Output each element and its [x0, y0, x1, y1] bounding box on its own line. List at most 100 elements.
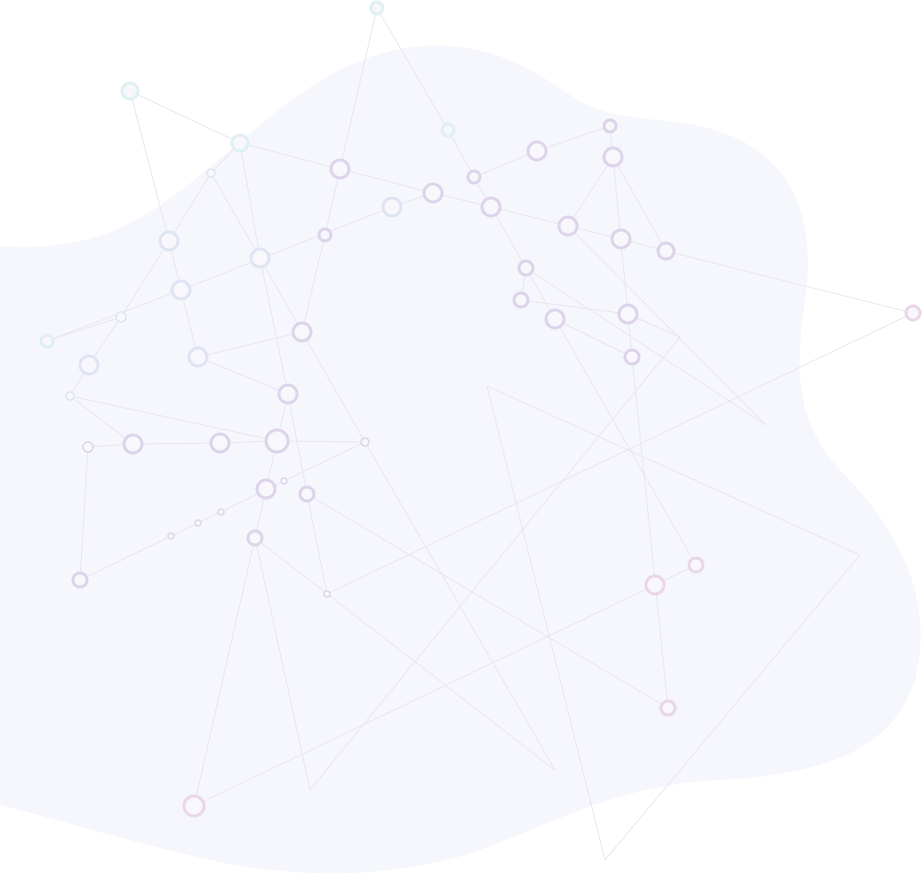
graph-edge — [259, 257, 289, 395]
graph-edge — [665, 250, 914, 314]
graph-node — [610, 228, 632, 250]
graph-edge — [287, 393, 308, 495]
graph-node — [264, 428, 290, 454]
graph-edge — [193, 584, 656, 807]
graph-edge — [168, 172, 212, 242]
graph-node — [115, 311, 127, 323]
graph-edge — [536, 125, 611, 152]
graph-edge — [46, 316, 122, 342]
graph-edge — [473, 150, 538, 178]
graph-edge — [324, 168, 341, 236]
graph-edge — [554, 318, 633, 358]
graph-edge — [604, 554, 861, 861]
graph-edge — [120, 240, 170, 318]
graph-node — [122, 433, 144, 455]
graph-node — [170, 279, 192, 301]
graph-node — [255, 478, 277, 500]
graph-node — [298, 485, 316, 503]
graph-edge — [79, 446, 89, 581]
graph-node — [517, 259, 535, 277]
graph-edge — [254, 537, 556, 771]
graph-edge — [180, 289, 199, 358]
graph-edge — [254, 537, 311, 791]
graph-node — [246, 529, 264, 547]
graph-node — [39, 333, 55, 349]
graph-node — [78, 354, 100, 376]
graph-node — [381, 196, 403, 218]
graph-node — [544, 308, 566, 330]
graph-edge — [339, 168, 434, 194]
graph-edge — [554, 318, 697, 566]
graph-edge — [309, 336, 681, 791]
graph-edge — [486, 385, 606, 861]
graph-node — [644, 574, 666, 596]
graph-edge — [69, 395, 278, 442]
graph-edge — [180, 206, 393, 291]
graph-node — [249, 247, 271, 269]
graph-edge — [306, 493, 328, 595]
graph-node — [557, 215, 579, 237]
graph-node — [480, 196, 502, 218]
graph-node — [158, 230, 180, 252]
graph-edge — [612, 156, 667, 252]
graph-node — [217, 508, 225, 516]
graph-node — [526, 140, 548, 162]
graph-edge — [447, 129, 475, 178]
graph-edge — [306, 493, 669, 709]
graph-edge — [490, 206, 569, 227]
graph-edge — [132, 442, 221, 445]
graph-edge — [490, 206, 527, 269]
graph-node — [466, 169, 482, 185]
graph-edge — [486, 385, 861, 556]
graph-node — [167, 532, 175, 540]
graph-node — [206, 168, 216, 178]
graph-edge — [129, 90, 241, 144]
graph-edge — [376, 7, 449, 131]
graph-node — [659, 699, 677, 717]
graph-edge — [197, 511, 222, 524]
graph-edge — [326, 312, 914, 595]
graph-edge — [339, 7, 378, 170]
graph-node — [120, 81, 140, 101]
graph-edge — [197, 356, 289, 395]
graph-node — [904, 304, 922, 322]
graph-node — [656, 241, 676, 261]
graph-edge — [79, 535, 172, 581]
graph-node — [187, 346, 209, 368]
graph-node — [422, 182, 444, 204]
graph-nodes — [39, 0, 922, 818]
graph-edge — [276, 440, 366, 443]
graph-node — [323, 590, 331, 598]
graph-edges — [46, 7, 914, 861]
graph-edge — [69, 395, 134, 445]
graph-node — [277, 383, 299, 405]
graph-node — [71, 571, 89, 589]
graph-node — [317, 227, 333, 243]
graph-node — [65, 391, 75, 401]
graph-edge — [567, 225, 767, 426]
graph-edge — [301, 331, 366, 443]
graph-node — [369, 0, 385, 16]
background-blob — [0, 45, 921, 874]
graph-edge — [259, 257, 303, 333]
graph-node — [329, 158, 351, 180]
graph-edge — [520, 299, 629, 315]
graph-edge — [193, 537, 256, 807]
graph-node — [182, 794, 206, 818]
graph-node — [617, 303, 639, 325]
graph-node — [280, 477, 288, 485]
graph-node — [291, 321, 313, 343]
graph-node — [209, 432, 231, 454]
graph-node — [440, 122, 456, 138]
graph-node — [687, 556, 705, 574]
graph-edge — [283, 441, 366, 482]
graph-node — [230, 133, 250, 153]
graph-node — [602, 118, 618, 134]
graph-node — [512, 291, 530, 309]
graph-node — [602, 146, 624, 168]
graph-edge — [525, 267, 767, 426]
graph-edge — [239, 142, 261, 259]
graph-node — [360, 437, 370, 447]
